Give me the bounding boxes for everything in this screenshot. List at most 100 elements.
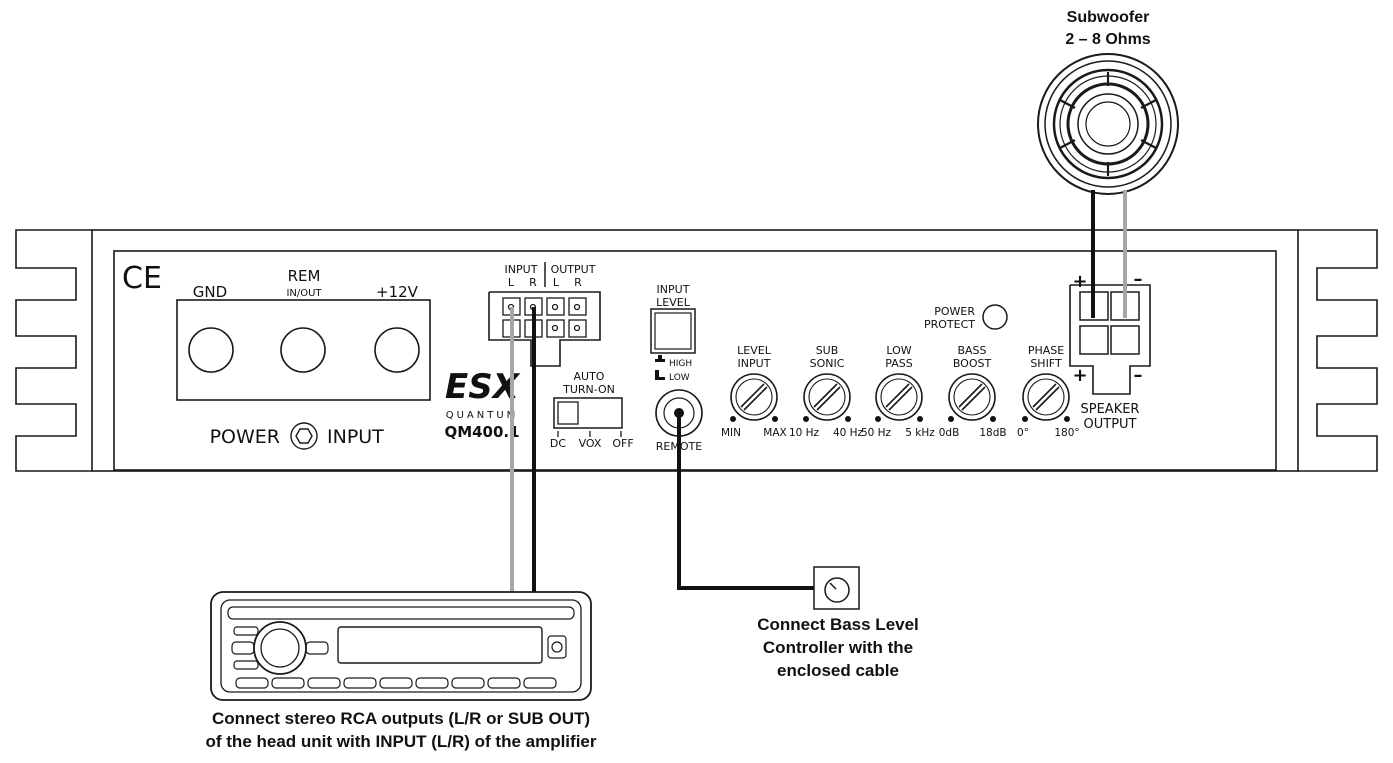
auto-turn-on-block: AUTO TURN-ON DC VOX OFF xyxy=(550,370,634,450)
logo-brand: ESX xyxy=(445,367,521,407)
input-level-button[interactable] xyxy=(650,308,696,354)
logo-line: QUANTUM xyxy=(446,410,519,421)
rca-out-r-jack[interactable] xyxy=(568,297,587,316)
speaker-minus-bottom: – xyxy=(1134,365,1143,386)
power-protect-line-1: POWER xyxy=(934,305,975,318)
knob-phase-shift-min-dot xyxy=(1022,416,1028,422)
input-level-high: HIGH xyxy=(669,359,692,369)
plus12v-terminal[interactable] xyxy=(374,327,420,373)
amplifier-chassis xyxy=(15,229,1378,472)
power-title-right: INPUT xyxy=(327,426,384,448)
rca-block: INPUT OUTPUT L R L R xyxy=(488,262,601,367)
power-input-block: GND REM IN/OUT +12V POWER INPUT xyxy=(176,267,431,450)
esx-logo: ESX QUANTUM QM400.1 xyxy=(444,367,520,441)
rem-terminal[interactable] xyxy=(280,327,326,373)
power-protect-line-2: PROTECT xyxy=(924,318,975,331)
knob-sub-sonic-max-dot xyxy=(845,416,851,422)
remote-cable xyxy=(677,413,814,590)
rca-in-r-label: R xyxy=(529,276,537,289)
plus12v-label: +12V xyxy=(376,283,419,301)
knob-level-input-max-dot xyxy=(772,416,778,422)
speaker-output-line-1: SPEAKER xyxy=(1081,402,1140,417)
gnd-terminal[interactable] xyxy=(188,327,234,373)
rca-out-r-label: R xyxy=(574,276,582,289)
knob-level-input-min-label: MIN xyxy=(721,427,741,439)
knob-phase-shift-dial[interactable] xyxy=(1022,373,1070,421)
knob-sub-sonic-pointer xyxy=(813,383,841,411)
knob-sub-sonic-min-dot xyxy=(803,416,809,422)
bass-level-controller[interactable] xyxy=(813,566,860,610)
logo-model: QM400.1 xyxy=(444,423,519,441)
input-level-low: LOW xyxy=(669,373,690,383)
head-unit-caption-line-1: Connect stereo RCA outputs (L/R or SUB O… xyxy=(212,709,590,728)
speaker-output-block: + – + – SPEAKER OUTPUT xyxy=(1069,269,1151,432)
speaker-plus-top: + xyxy=(1072,271,1087,292)
knob-bass-boost-max-label: 18dB xyxy=(979,427,1006,439)
knob-phase-shift-max-dot xyxy=(1064,416,1070,422)
knob-sub-sonic-max-label: 40 Hz xyxy=(833,427,864,439)
knob-low-pass-min-label: 50 Hz xyxy=(861,427,892,439)
auto-turn-on-switch[interactable] xyxy=(557,401,579,425)
knob-phase-shift-min-label: 0° xyxy=(1017,427,1029,439)
knob-phase-shift-max-label: 180° xyxy=(1054,427,1079,439)
hex-nut-icon xyxy=(290,422,318,450)
speaker-plus-bottom: + xyxy=(1072,365,1087,386)
speaker-cables xyxy=(1091,190,1127,318)
knob-sub-sonic-min-label: 10 Hz xyxy=(789,427,820,439)
knob-bass-boost-title-2: BOOST xyxy=(953,357,992,370)
rca-in-l-label: L xyxy=(508,276,515,289)
knob-sub-sonic-title-1: SUB xyxy=(816,344,839,357)
knob-level-input-title-1: LEVEL xyxy=(737,344,772,357)
knob-low-pass-min-dot xyxy=(875,416,881,422)
knob-low-pass-dial[interactable] xyxy=(875,373,923,421)
rca-cables xyxy=(510,307,536,594)
knob-low-pass-title-1: LOW xyxy=(886,344,911,357)
knob-bass-boost-dial[interactable] xyxy=(948,373,996,421)
subwoofer-speaker-icon xyxy=(1037,53,1179,195)
right-heatsink xyxy=(1298,229,1378,472)
rca-out-l-label: L xyxy=(553,276,560,289)
knob-phase-shift-title-1: PHASE xyxy=(1028,344,1064,357)
cd-slot xyxy=(227,606,575,620)
subwoofer-impedance: 2 – 8 Ohms xyxy=(1065,31,1150,48)
gnd-label: GND xyxy=(193,283,227,301)
knob-phase-shift-title-2: SHIFT xyxy=(1030,357,1062,370)
power-protect-led xyxy=(982,304,1008,330)
subwoofer-title: Subwoofer xyxy=(1067,9,1150,26)
rem-label: REM xyxy=(288,267,321,285)
knob-low-pass-title-2: PASS xyxy=(885,357,912,370)
auto-turn-on-option-vox: VOX xyxy=(579,437,602,450)
knob-level-input-title-2: INPUT xyxy=(738,357,771,370)
knob-low-pass-max-dot xyxy=(917,416,923,422)
speaker-output-line-2: OUTPUT xyxy=(1084,417,1137,432)
rca-input-label: INPUT xyxy=(505,263,538,276)
knob-phase-shift-pointer xyxy=(1032,383,1060,411)
high-switch-icon xyxy=(655,355,665,362)
input-level-title-2: LEVEL xyxy=(656,296,691,309)
rca-out-l-jack[interactable] xyxy=(546,297,565,316)
head-unit xyxy=(210,591,592,701)
knob-level-input-max-label: MAX xyxy=(763,427,786,439)
knob-bass-boost-title-1: BASS xyxy=(957,344,986,357)
knob-level-input-dial[interactable] xyxy=(730,373,778,421)
preset-buttons[interactable] xyxy=(235,677,557,689)
knob-sub-sonic-dial[interactable] xyxy=(803,373,851,421)
knob-low-pass-max-label: 5 kHz xyxy=(905,427,935,439)
auto-turn-on-title-2: TURN-ON xyxy=(562,383,615,396)
left-heatsink xyxy=(15,229,92,472)
input-level-block: INPUT LEVEL HIGH LOW xyxy=(650,283,696,383)
knob-sub-sonic-title-2: SONIC xyxy=(810,357,845,370)
power-title-left: POWER xyxy=(210,426,280,448)
bass-caption-line-2: Controller with the xyxy=(763,638,913,657)
auto-turn-on-title-1: AUTO xyxy=(574,370,605,383)
knob-bass-boost-max-dot xyxy=(990,416,996,422)
auto-turn-on-option-off: OFF xyxy=(612,437,633,450)
low-switch-icon xyxy=(655,370,665,380)
bass-caption-line-3: enclosed cable xyxy=(777,661,899,680)
